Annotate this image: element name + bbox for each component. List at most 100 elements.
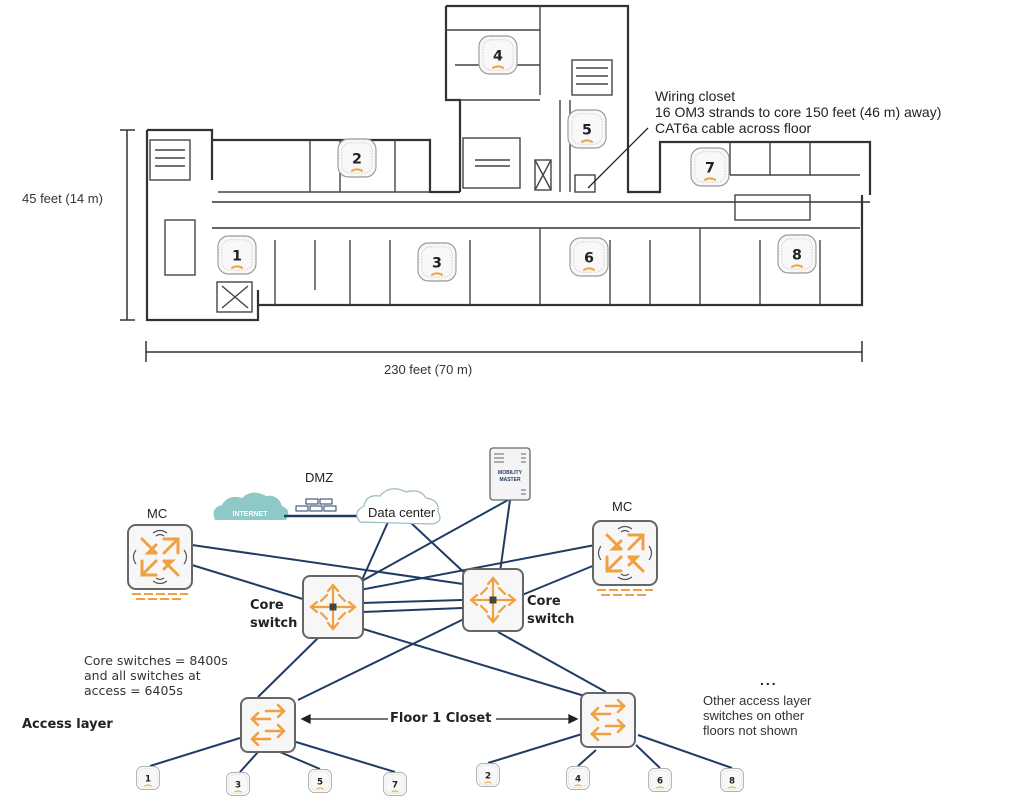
- mobility-master-server: MOBILITY MASTER: [489, 447, 531, 501]
- mc-right-label: MC: [612, 499, 633, 514]
- core-left-label-1: Core: [250, 598, 284, 613]
- controller-arrows-icon: [140, 537, 180, 577]
- network-link: [361, 607, 463, 613]
- floorplan-ap-8: 8: [777, 234, 817, 274]
- topology-ap-8-number: 8: [729, 776, 735, 786]
- floorplan-ap-6-number: 6: [584, 251, 594, 267]
- other-switches-note: Other access layer switches on other flo…: [703, 693, 812, 738]
- network-link: [497, 631, 607, 693]
- topology-ap-4-number: 4: [575, 774, 581, 784]
- wiring-closet-note-line3: CAT6a cable across floor: [655, 120, 812, 136]
- wiring-closet-note-line2: 16 OM3 strands to core 150 feet (46 m) a…: [655, 104, 942, 120]
- floor-closet-arrows: [300, 713, 579, 725]
- network-link: [359, 627, 589, 698]
- floorplan-ap-4: 4: [478, 35, 518, 75]
- topology-access-points: 1 3 5 7 2 4 6 8: [135, 762, 745, 797]
- mobility-master-label-2: MASTER: [499, 477, 521, 483]
- wiring-closet-note-line1: Wiring closet: [655, 88, 736, 104]
- network-link: [359, 544, 596, 591]
- topology-ap-6: 6: [647, 767, 673, 793]
- wireless-icon: [132, 529, 188, 585]
- router-center: [489, 596, 497, 604]
- core-left-label-2: switch: [250, 616, 298, 631]
- topology-ap-3: 3: [225, 771, 251, 797]
- floorplan-ap-1: 1: [217, 235, 257, 275]
- mobility-controller-left: [127, 524, 193, 600]
- controller-base: [132, 593, 188, 600]
- network-link: [361, 599, 463, 604]
- dmz-label: DMZ: [305, 470, 334, 485]
- network-link: [635, 744, 661, 769]
- controller-base: [597, 589, 653, 596]
- floorplan-ap-8-number: 8: [792, 248, 802, 264]
- floorplan-ap-2-number: 2: [352, 152, 362, 168]
- network-link: [521, 564, 596, 596]
- access-switch-left: [240, 697, 296, 753]
- floorplan-ap-3-number: 3: [432, 256, 442, 272]
- network-link: [257, 635, 321, 698]
- network-link: [191, 564, 307, 601]
- floorplan-ap-2: 2: [337, 138, 377, 178]
- topology-ap-7: 7: [382, 771, 408, 797]
- mobility-controller-right: [592, 520, 658, 596]
- mobility-master-label-1: MOBILITY: [498, 470, 523, 476]
- floorplan-ap-5-number: 5: [582, 123, 592, 139]
- topology-ap-6-number: 6: [657, 776, 663, 786]
- network-link: [295, 741, 396, 773]
- ellipsis: ...: [760, 672, 778, 688]
- core-right-label-1: Core: [527, 594, 561, 609]
- network-link: [149, 737, 241, 767]
- wiring-closet-leader: [587, 127, 649, 189]
- floorplan-ap-4-number: 4: [493, 49, 503, 65]
- datacenter-label: Data center: [368, 505, 436, 520]
- network-link: [359, 499, 509, 583]
- network-link: [297, 616, 469, 701]
- network-link: [239, 751, 259, 773]
- dmz-firewall-icon: [295, 498, 337, 512]
- network-link: [487, 733, 583, 764]
- topology-ap-5: 5: [307, 768, 333, 794]
- wireless-icon: [597, 525, 653, 581]
- switch-model-note: Core switches = 8400s and all switches a…: [84, 653, 228, 698]
- topology-ap-5-number: 5: [317, 777, 323, 787]
- internet-label: INTERNET: [233, 511, 269, 518]
- floorplan-ap-7: 7: [690, 147, 730, 187]
- network-link: [499, 499, 511, 573]
- network-link: [409, 521, 471, 579]
- floorplan-ap-6: 6: [569, 237, 609, 277]
- width-dimension-line: [145, 341, 863, 362]
- floorplan-access-points: 1 2 3 4 5 6 7 8: [217, 35, 817, 282]
- topology-ap-2-number: 2: [485, 771, 491, 781]
- core-switch-left: [302, 575, 364, 639]
- floorplan-ap-7-number: 7: [705, 161, 715, 177]
- access-layer-label: Access layer: [22, 717, 113, 732]
- access-switch-right: [580, 692, 636, 748]
- controller-arrows-icon: [605, 533, 645, 573]
- network-link: [577, 749, 597, 767]
- width-label: 230 feet (70 m): [384, 362, 473, 377]
- topology-ap-2: 2: [475, 762, 501, 788]
- router-center: [329, 603, 337, 611]
- core-right-label-2: switch: [527, 612, 575, 627]
- topology-ap-1: 1: [135, 765, 161, 791]
- building-walls: [145, 4, 872, 322]
- topology-ap-3-number: 3: [235, 780, 241, 790]
- topology-ap-8: 8: [719, 767, 745, 793]
- internet-cloud: INTERNET: [213, 492, 289, 520]
- height-dimension-line: [120, 129, 135, 321]
- network-link: [279, 751, 321, 770]
- switch-arrows-icon: [250, 703, 286, 747]
- topology-ap-4: 4: [565, 765, 591, 791]
- switch-arrows-icon: [590, 698, 626, 742]
- core-switch-right: [462, 568, 524, 632]
- floorplan-ap-3: 3: [417, 242, 457, 282]
- topology-ap-1-number: 1: [145, 774, 151, 784]
- datacenter-cloud: [356, 488, 441, 525]
- topology-ap-7-number: 7: [392, 780, 398, 790]
- height-label: 45 feet (14 m): [22, 191, 103, 206]
- network-link: [637, 734, 733, 769]
- network-links: [149, 499, 733, 773]
- mc-left-label: MC: [147, 506, 168, 521]
